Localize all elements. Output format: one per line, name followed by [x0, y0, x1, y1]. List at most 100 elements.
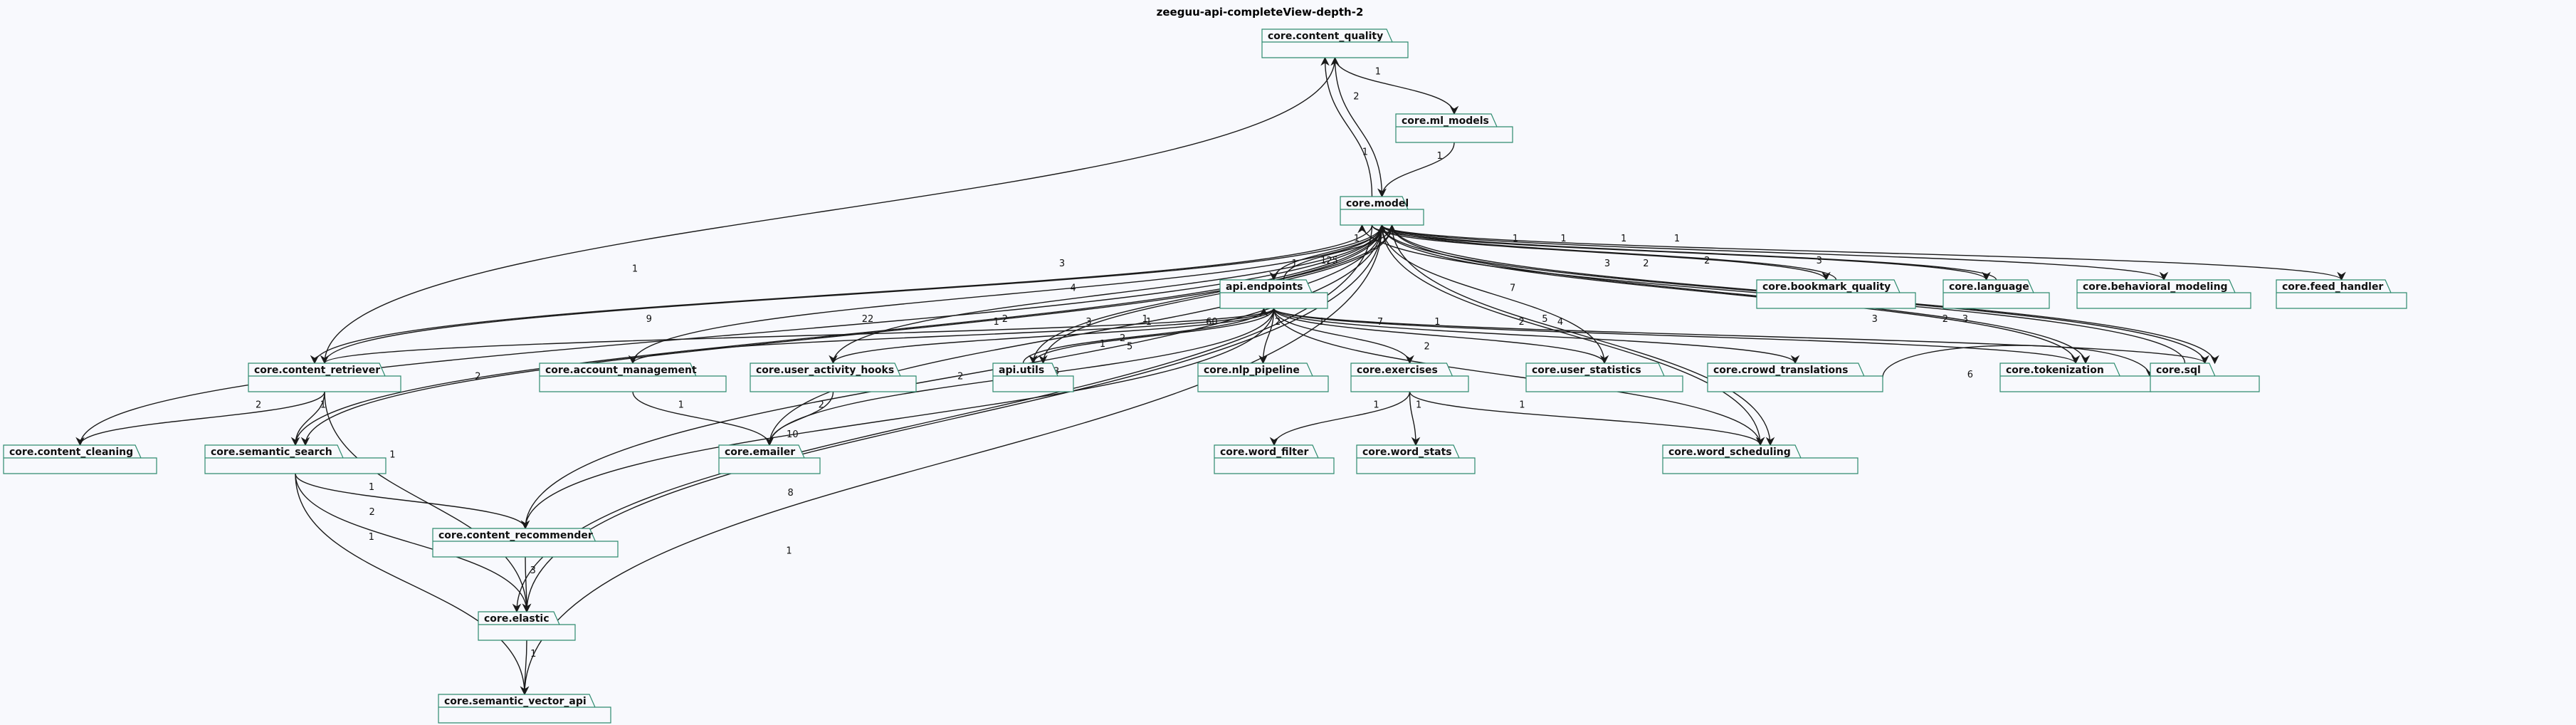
package-shape	[1662, 444, 1859, 474]
edge-label: 1	[1319, 317, 1325, 328]
edge-semantic-vector-api-to-model	[524, 224, 1387, 695]
package-content-recommender[interactable]: core.content_recommender	[432, 528, 619, 558]
package-semantic-search[interactable]: core.semantic_search	[204, 444, 387, 474]
edge-endpoints-to-tokenization	[1273, 308, 2080, 365]
edge-label: 1	[1416, 400, 1421, 411]
package-semantic-vector-api[interactable]: core.semantic_vector_api	[438, 694, 611, 724]
edge-label: 2	[1275, 317, 1281, 328]
package-language[interactable]: core.language	[1942, 279, 2050, 309]
edge-label: 4	[1071, 283, 1076, 294]
edge-label: 22	[862, 314, 874, 325]
package-model[interactable]: core.model	[1340, 196, 1424, 226]
package-shape	[248, 362, 401, 392]
edge-content-retriever-to-content-quality	[324, 56, 1340, 364]
edge-content-cleaning-to-model	[79, 224, 1387, 446]
edge-label: 3	[1604, 259, 1610, 269]
package-label: core.behavioral_modeling	[2083, 281, 2228, 293]
package-bookmark-quality[interactable]: core.bookmark_quality	[1756, 279, 1916, 309]
package-label: core.bookmark_quality	[1762, 281, 1891, 293]
diagram-title: zeeguu-api-completeView-depth-2	[1157, 6, 1364, 19]
package-label: core.user_activity_hooks	[756, 365, 894, 376]
package-label: core.content_recommender	[438, 530, 593, 541]
package-label: core.ml_models	[1402, 115, 1489, 127]
package-word-stats[interactable]: core.word_stats	[1356, 444, 1476, 474]
edge-label: 1	[389, 450, 395, 461]
package-user-statistics[interactable]: core.user_statistics	[1525, 362, 1683, 392]
package-crowd-translations[interactable]: core.crowd_translations	[1707, 362, 1883, 392]
package-shape	[1395, 113, 1513, 143]
package-label: core.emailer	[725, 447, 795, 458]
edge-content-quality-to-model	[1334, 57, 1387, 198]
package-shape	[2150, 362, 2260, 392]
package-content-cleaning[interactable]: core.content_cleaning	[3, 444, 157, 474]
edge-label: 1	[1560, 234, 1566, 244]
edge-exercises-to-word-filter	[1269, 391, 1411, 447]
edge-content-retriever-to-content-cleaning	[75, 391, 325, 447]
edge-endpoints-to-account-management	[628, 308, 1275, 365]
package-shape	[2076, 279, 2251, 309]
package-tokenization[interactable]: core.tokenization	[1999, 362, 2152, 392]
package-endpoints[interactable]: api.endpoints	[1219, 279, 1328, 309]
edge-label: 2	[1942, 314, 1948, 325]
edge-label: 1	[993, 317, 999, 328]
package-label: core.content_quality	[1268, 31, 1383, 42]
package-account-management[interactable]: core.account_management	[539, 362, 727, 392]
package-label: api.endpoints	[1226, 281, 1303, 293]
edge-label: 1	[632, 264, 638, 274]
edge-model-to-feed-handler	[1381, 224, 2346, 281]
package-behavioral-modeling[interactable]: core.behavioral_modeling	[2076, 279, 2251, 309]
package-shape	[1219, 279, 1328, 309]
edge-label: 2	[1424, 342, 1430, 353]
edge-semantic-search-to-elastic	[295, 473, 532, 613]
edge-utils-to-model	[1032, 224, 1387, 364]
package-shape	[2276, 279, 2407, 309]
package-label: api.utils	[999, 365, 1044, 376]
package-utils[interactable]: api.utils	[992, 362, 1074, 392]
package-elastic[interactable]: core.elastic	[478, 611, 576, 641]
edge-ml-models-to-model	[1377, 142, 1455, 198]
package-exercises[interactable]: core.exercises	[1350, 362, 1469, 392]
package-emailer[interactable]: core.emailer	[718, 444, 821, 474]
edge-model-to-word-scheduling	[1391, 224, 1775, 447]
edge-label: 3	[1962, 314, 1968, 325]
edge-label: 1	[678, 400, 684, 411]
package-shape	[1340, 196, 1424, 226]
edge-label: 9	[646, 314, 652, 325]
edge-label: 1	[320, 400, 326, 411]
package-shape	[432, 528, 619, 558]
edge-model-to-semantic-search	[300, 224, 1393, 447]
edge-label: 6	[1967, 370, 1973, 380]
package-content-retriever[interactable]: core.content_retriever	[248, 362, 401, 392]
package-word-scheduling[interactable]: core.word_scheduling	[1662, 444, 1859, 474]
package-label: core.exercises	[1357, 365, 1438, 376]
package-label: core.feed_handler	[2282, 281, 2383, 293]
package-label: core.language	[1949, 281, 2029, 293]
edge-label: 1	[1100, 339, 1105, 350]
edge-label: 2	[475, 371, 480, 382]
package-shape	[992, 362, 1074, 392]
edge-exercises-to-word-stats	[1409, 391, 1421, 447]
edge-elastic-to-semantic-vector-api	[520, 640, 530, 696]
edge-endpoints-to-exercises	[1273, 308, 1414, 365]
edge-word-scheduling-to-model	[1377, 224, 1761, 446]
package-label: core.semantic_search	[211, 447, 332, 458]
edge-exercises-to-word-scheduling	[1409, 391, 1765, 447]
edges-layer: 1211112521311119321422211210853332372211…	[75, 56, 2346, 696]
edge-label: 1	[1621, 234, 1626, 244]
package-word-filter[interactable]: core.word_filter	[1214, 444, 1335, 474]
edge-label: 7	[1510, 283, 1515, 294]
package-feed-handler[interactable]: core.feed_handler	[2276, 279, 2407, 309]
package-content-quality[interactable]: core.content_quality	[1261, 28, 1409, 58]
edge-account-management-to-model	[632, 224, 1387, 364]
package-label: core.content_cleaning	[9, 447, 133, 458]
package-sql[interactable]: core.sql	[2150, 362, 2260, 392]
edge-semantic-search-to-semantic-vector-api	[295, 473, 530, 696]
edge-label: 2	[1643, 259, 1649, 269]
package-nlp-pipeline[interactable]: core.nlp_pipeline	[1197, 362, 1329, 392]
package-user-activity-hooks[interactable]: core.user_activity_hooks	[750, 362, 917, 392]
package-ml-models[interactable]: core.ml_models	[1395, 113, 1513, 143]
package-shape	[1350, 362, 1469, 392]
edge-user-activity-hooks-to-emailer	[764, 391, 834, 447]
edge-label: 2	[256, 400, 261, 411]
